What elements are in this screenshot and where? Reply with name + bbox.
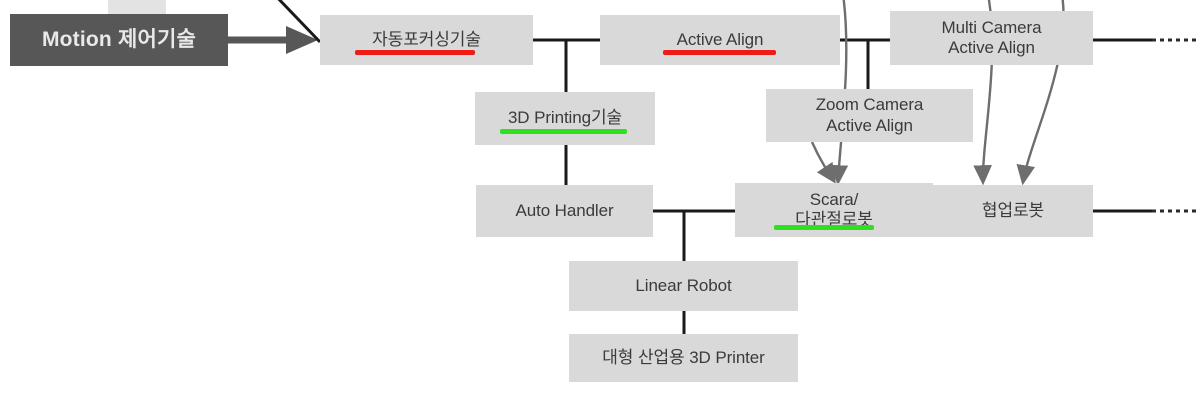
underline-scara-green: [774, 225, 874, 230]
node-large-industrial-3d-printer[interactable]: 대형 산업용 3D Printer: [569, 334, 798, 382]
node-cobot[interactable]: 협업로봇: [933, 185, 1093, 237]
node-cobot-label: 협업로봇: [981, 200, 1045, 220]
node-linear-robot-label: Linear Robot: [635, 275, 732, 295]
node-multi-camera-active-align-label: Multi Camera Active Align: [941, 17, 1042, 57]
node-zoom-camera-active-align-label: Zoom Camera Active Align: [815, 95, 924, 135]
node-auto-handler[interactable]: Auto Handler: [476, 185, 653, 237]
arrow-motion-to-autofocus: [228, 26, 318, 54]
node-linear-robot[interactable]: Linear Robot: [569, 261, 798, 311]
underline-active-align-red: [663, 50, 776, 55]
node-motion-label: Motion 제어기술: [41, 27, 197, 51]
node-auto-handler-label: Auto Handler: [515, 200, 614, 220]
node-autofocus-label: 자동포커싱기술: [372, 29, 481, 49]
node-multi-camera-active-align[interactable]: Multi Camera Active Align: [890, 11, 1093, 65]
node-stub-top: [108, 0, 166, 18]
node-zoom-camera-active-align[interactable]: Zoom Camera Active Align: [766, 89, 973, 142]
node-autofocus[interactable]: 자동포커싱기술: [320, 15, 533, 65]
curve-zoom-camera-to-scara: [810, 141, 836, 184]
underline-3d-printing-green: [500, 129, 627, 134]
node-3d-printing[interactable]: 3D Printing기술: [475, 92, 655, 145]
node-3d-printing-label: 3D Printing기술: [507, 108, 623, 128]
underline-autofocus-red: [355, 50, 475, 55]
node-active-align[interactable]: Active Align: [600, 15, 840, 65]
node-large-industrial-3d-printer-label: 대형 산업용 3D Printer: [602, 347, 765, 367]
wire-diagonal-into-autofocus: [277, 0, 322, 44]
node-active-align-label: Active Align: [676, 29, 764, 49]
node-scara-label: Scara/ 다관절로봇: [795, 189, 873, 229]
node-motion[interactable]: Motion 제어기술: [10, 14, 228, 66]
